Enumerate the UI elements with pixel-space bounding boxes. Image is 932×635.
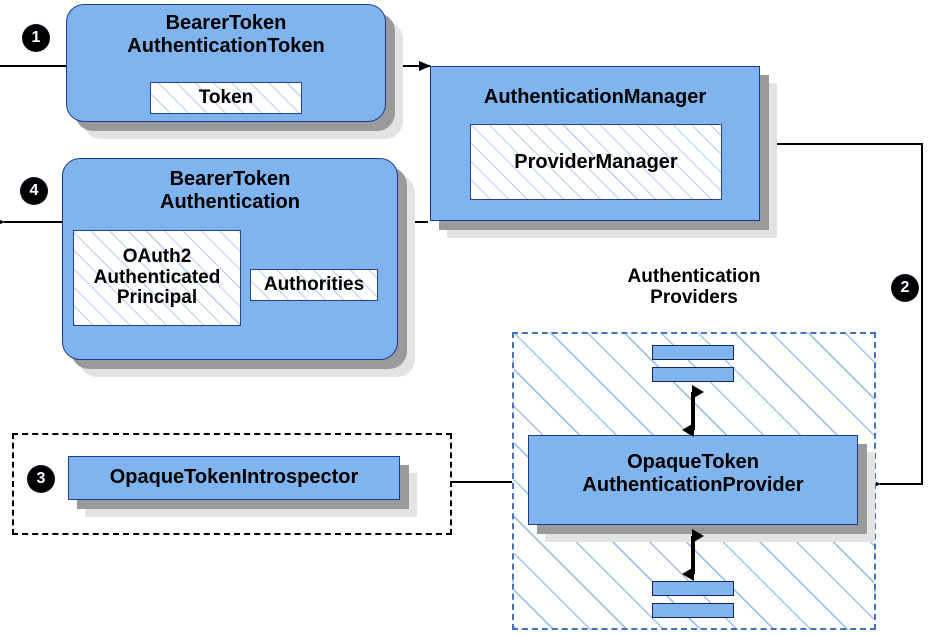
chip-provider-manager[interactable]: ProviderManager bbox=[470, 124, 722, 200]
node-opaque-token-introspector[interactable]: OpaqueTokenIntrospector bbox=[68, 456, 417, 517]
provider-stub-bar bbox=[652, 345, 734, 360]
chip-oauth2-authenticated-principal[interactable]: OAuth2 Authenticated Principal bbox=[73, 230, 241, 326]
provider-stub-bar bbox=[652, 603, 734, 618]
node-title: OpaqueTokenIntrospector bbox=[109, 466, 359, 488]
node-body bbox=[68, 456, 400, 500]
chip-label: OAuth2 Authenticated Principal bbox=[93, 245, 221, 309]
node-bearer-token-authentication[interactable]: BearerToken Authentication OAuth2 Authen… bbox=[62, 158, 415, 377]
node-title: BearerToken Authentication bbox=[160, 168, 300, 213]
node-title: OpaqueToken AuthenticationProvider bbox=[582, 451, 804, 496]
chip-authorities[interactable]: Authorities bbox=[250, 269, 378, 301]
provider-stub-bar bbox=[652, 367, 734, 382]
step-marker-4: 4 bbox=[21, 178, 47, 204]
node-title: AuthenticationManager bbox=[483, 86, 707, 108]
provider-stub-bar bbox=[652, 581, 734, 596]
node-title: BearerToken AuthenticationToken bbox=[127, 12, 325, 57]
authentication-providers-label: Authentication Providers bbox=[627, 266, 761, 309]
step-marker-2: 2 bbox=[892, 275, 918, 301]
provider-stub-bars-bottom bbox=[652, 581, 734, 618]
node-authentication-manager[interactable]: AuthenticationManager ProviderManager bbox=[430, 66, 777, 238]
step-marker-3: 3 bbox=[28, 466, 54, 492]
provider-stub-bars-top bbox=[652, 345, 734, 382]
chip-label: Token bbox=[198, 86, 254, 108]
node-opaque-token-authentication-provider[interactable]: OpaqueToken AuthenticationProvider bbox=[528, 435, 875, 542]
chip-label: ProviderManager bbox=[514, 151, 678, 173]
node-bearer-token-authentication-token[interactable]: BearerToken AuthenticationToken Token bbox=[66, 4, 403, 139]
chip-label: Authorities bbox=[263, 273, 365, 295]
chip-token[interactable]: Token bbox=[150, 82, 302, 114]
step-marker-1: 1 bbox=[23, 25, 49, 51]
